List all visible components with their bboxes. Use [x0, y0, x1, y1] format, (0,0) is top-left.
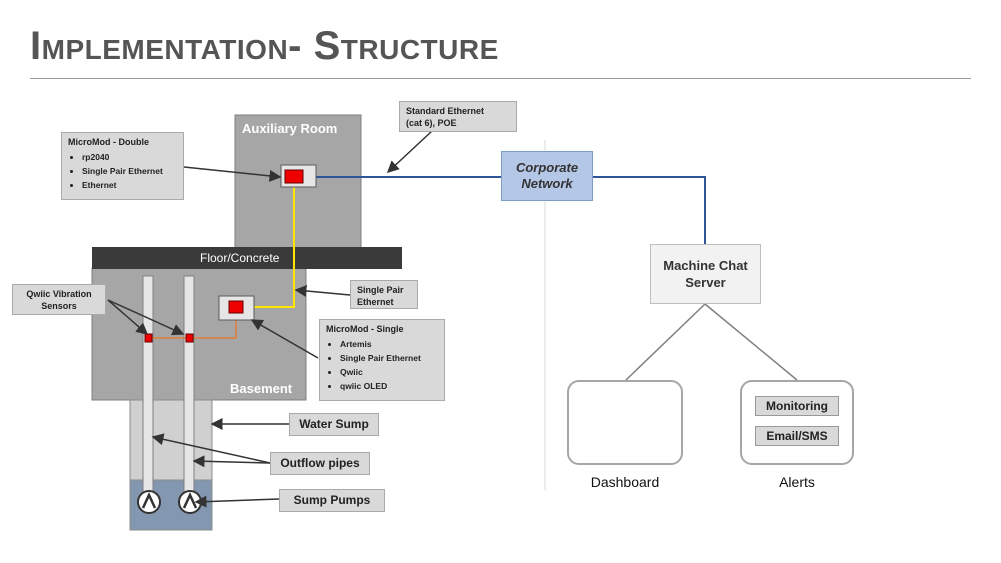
vibration-sensor-right: [185, 333, 194, 343]
email-sms-pill: Email/SMS: [755, 426, 839, 446]
qwiic-sensors-callout: Qwiic Vibration Sensors: [12, 284, 106, 315]
single-pair-ethernet-callout: Single Pair Ethernet: [350, 280, 418, 309]
standard-ethernet-line2: (cat 6), POE: [406, 118, 457, 128]
micromod-single-callout: MicroMod - Single Artemis Single Pair Et…: [319, 319, 445, 401]
title-divider: [30, 78, 971, 79]
spe-line2: Ethernet: [357, 297, 394, 307]
page-title: Implementation- Structure: [30, 24, 499, 68]
micromod-single-item: Qwiic: [340, 366, 438, 378]
outflow-pipes-callout: Outflow pipes: [270, 452, 370, 475]
standard-ethernet-line1: Standard Ethernet: [406, 106, 485, 116]
basement-label: Basement: [230, 381, 293, 396]
micromod-double-title: MicroMod - Double: [68, 137, 149, 147]
basement-room: [91, 267, 307, 401]
qwiic-sensors-line2: Sensors: [41, 301, 77, 311]
floor-slab: [92, 247, 402, 269]
micromod-single-item: qwiic OLED: [340, 380, 438, 392]
alerts-label: Alerts: [779, 474, 815, 490]
outflow-pipe-right: [183, 275, 195, 493]
water-sump-callout: Water Sump: [289, 413, 379, 436]
auxiliary-room-label: Auxiliary Room: [242, 121, 338, 136]
dashboard-card: [567, 380, 683, 465]
micromod-single-title: MicroMod - Single: [326, 324, 404, 334]
micromod-double-board: [284, 169, 304, 184]
machine-chat-server-box: Machine Chat Server: [650, 244, 761, 304]
corporate-line2: Network: [521, 176, 573, 191]
dashboard-label: Dashboard: [590, 474, 660, 490]
outflow-pipe-left: [142, 275, 154, 493]
sensor-line: [149, 312, 237, 339]
pump-icon: [137, 490, 161, 514]
sump-pumps-callout: Sump Pumps: [279, 489, 385, 512]
standard-ethernet-callout: Standard Ethernet (cat 6), POE: [399, 101, 517, 132]
server-line2: Server: [685, 275, 726, 290]
vibration-sensor-left: [144, 333, 153, 343]
corporate-line1: Corporate: [515, 160, 579, 175]
micromod-single-item: Artemis: [340, 338, 438, 350]
floor-label: Floor/Concrete: [200, 251, 280, 265]
spe-line: [253, 185, 295, 308]
spe-line1: Single Pair: [357, 285, 404, 295]
micromod-double-callout: MicroMod - Double rp2040 Single Pair Eth…: [61, 132, 184, 200]
callout-arrows: [107, 130, 433, 508]
micromod-single-board: [228, 300, 244, 314]
server-line1: Machine Chat: [663, 258, 748, 273]
qwiic-sensors-line1: Qwiic Vibration: [26, 289, 92, 299]
alerts-card: [740, 380, 854, 465]
monitoring-pill: Monitoring: [755, 396, 839, 416]
micromod-single-item: Single Pair Ethernet: [340, 352, 438, 364]
micromod-double-item: rp2040: [82, 151, 177, 163]
server-to-dashboard-line: [625, 303, 706, 381]
network-line-server: [593, 176, 706, 244]
server-to-alerts-line: [704, 303, 798, 381]
micromod-double-item: Ethernet: [82, 179, 177, 191]
micromod-double-item: Single Pair Ethernet: [82, 165, 177, 177]
corporate-network-box: Corporate Network: [501, 151, 593, 201]
